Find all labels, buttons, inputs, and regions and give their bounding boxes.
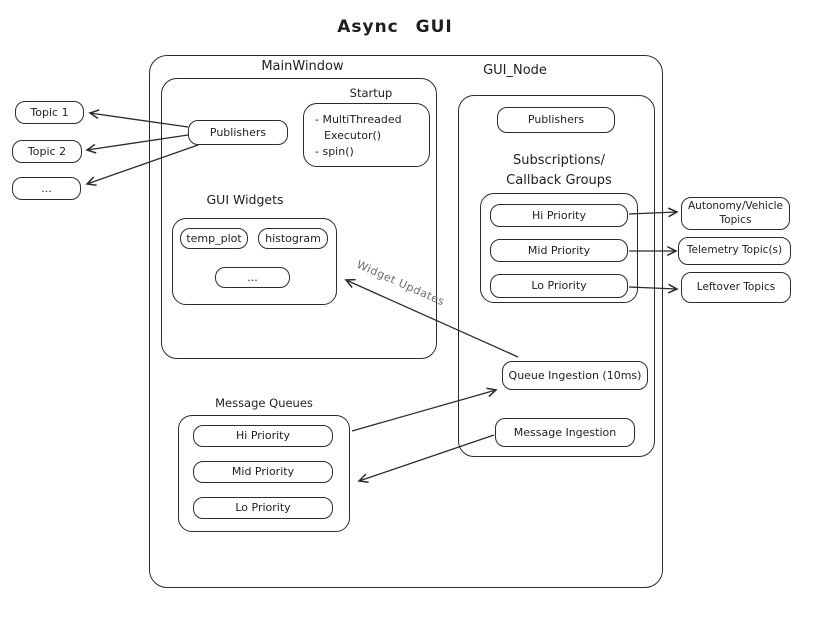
gui-widgets-label: GUI Widgets bbox=[206, 192, 284, 207]
widget-temp-plot-box: temp_plot bbox=[180, 228, 248, 249]
gui-node-label: GUI_Node bbox=[483, 63, 547, 78]
outer-system-frame bbox=[149, 55, 663, 588]
gui-node-publishers-box: Publishers bbox=[497, 107, 615, 133]
right-topic-autonomy-box: Autonomy/Vehicle Topics bbox=[681, 197, 790, 230]
left-topic-2-box: Topic 2 bbox=[12, 140, 82, 163]
queue-ingestion-box: Queue Ingestion (10ms) bbox=[502, 361, 648, 390]
mainwindow-label: MainWindow bbox=[261, 59, 344, 74]
widget-histogram-box: histogram bbox=[258, 228, 328, 249]
sub-lo-priority-box: Lo Priority bbox=[490, 274, 628, 298]
widget-more-box: ... bbox=[215, 267, 290, 288]
left-topic-more-box: ... bbox=[12, 177, 81, 200]
subscriptions-label: Subscriptions/ Callback Groups bbox=[480, 151, 638, 191]
right-topic-autonomy-line2: Topics bbox=[719, 213, 752, 226]
mainwindow-publishers-box: Publishers bbox=[188, 120, 288, 145]
message-queues-label: Message Queues bbox=[215, 396, 313, 410]
startup-line-2: Executor() bbox=[324, 128, 382, 142]
startup-box bbox=[303, 103, 430, 167]
right-topic-telemetry-box: Telemetry Topic(s) bbox=[678, 237, 791, 265]
queue-hi-priority-box: Hi Priority bbox=[193, 425, 333, 447]
gui-node-frame bbox=[458, 95, 655, 457]
right-topic-leftover-box: Leftover Topics bbox=[681, 272, 791, 303]
sub-mid-priority-box: Mid Priority bbox=[490, 239, 628, 262]
startup-lines: - MultiThreaded Executor() - spin() bbox=[315, 112, 425, 160]
right-topic-autonomy-line1: Autonomy/Vehicle bbox=[688, 200, 783, 213]
gui-widgets-frame bbox=[172, 218, 337, 305]
mainwindow-frame bbox=[161, 78, 437, 359]
callback-groups-frame bbox=[480, 193, 638, 303]
startup-line-1: - MultiThreaded bbox=[315, 113, 402, 126]
left-topic-1-box: Topic 1 bbox=[15, 101, 84, 124]
message-ingestion-box: Message Ingestion bbox=[495, 418, 635, 447]
queue-mid-priority-box: Mid Priority bbox=[193, 461, 333, 483]
startup-label: Startup bbox=[349, 86, 393, 100]
subscriptions-label-line1: Subscriptions/ bbox=[513, 153, 605, 168]
diagram-title: Async GUI bbox=[337, 17, 453, 37]
sub-hi-priority-box: Hi Priority bbox=[490, 204, 628, 227]
startup-line-3: - spin() bbox=[315, 144, 354, 158]
subscriptions-label-line2: Callback Groups bbox=[506, 173, 612, 189]
message-queues-frame bbox=[178, 415, 350, 532]
queue-lo-priority-box: Lo Priority bbox=[193, 497, 333, 519]
